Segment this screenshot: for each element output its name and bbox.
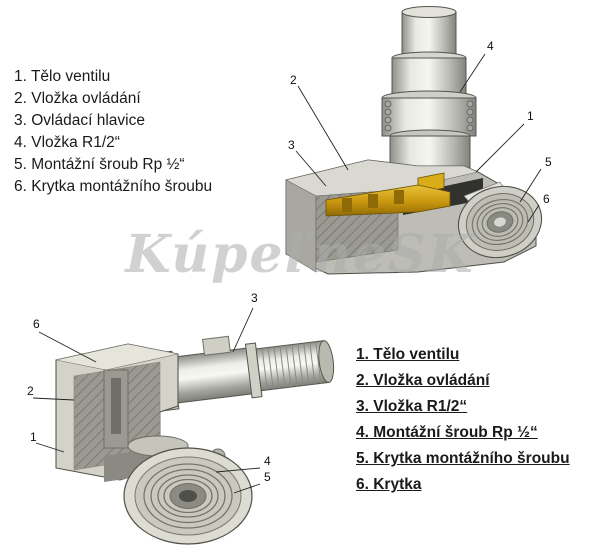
legend-top: 1. Tělo ventilu 2. Vložka ovládání 3. Ov… (14, 66, 212, 198)
legend-top-item-6: 6. Krytka montážního šroubu (14, 178, 213, 195)
legend-top-item-5: 5. Montážní šroub Rp ½“ (14, 156, 185, 173)
valve-bottom-cutaway-illustration: 6 2 1 3 4 5 (27, 291, 335, 545)
legend-top-item-2: 2. Vložka ovládání (14, 90, 141, 107)
legend-bottom-item-6: 6. Krytka (356, 476, 422, 493)
valve-insert-cylinders (381, 6, 477, 171)
callout-number-2: 2 (290, 73, 297, 87)
legend-bottom-item-5: 5. Krytka montážního šroubu (356, 450, 570, 467)
callout-number-4: 4 (487, 39, 494, 53)
thread-grooves (261, 341, 322, 390)
valve-top-cutaway-illustration: 2 3 4 1 5 6 (285, 6, 552, 275)
callout-number-3: 3 (288, 138, 295, 152)
legend-bottom-item-2: 2. Vložka ovládání (356, 372, 490, 389)
legend-bottom-item-4: 4. Montážní šroub Rp ½“ (356, 424, 538, 441)
legend-bottom-item-3: 3. Vložka R1/2“ (356, 398, 468, 415)
callout-number-4: 4 (264, 454, 271, 468)
callout-number-6: 6 (33, 317, 40, 331)
callout-number-3: 3 (251, 291, 258, 305)
control-insert-gold (325, 172, 451, 217)
threaded-pipe-assembly (153, 335, 335, 412)
callout-number-2: 2 (27, 384, 34, 398)
callout-number-6: 6 (543, 192, 550, 206)
callout-lines (32, 307, 261, 494)
legend-top-item-1: 1. Tělo ventilu (14, 68, 111, 85)
legend-top-item-3: 3. Ovládací hlavice (14, 112, 145, 129)
callout-lines (295, 53, 542, 223)
callout-number-5: 5 (264, 470, 271, 484)
threaded-outlet (457, 181, 543, 259)
legend-bottom-item-1: 1. Tělo ventilu (356, 346, 460, 363)
legend-bottom: 1. Tělo ventilu 2. Vložka ovládání 3. Vl… (356, 342, 570, 498)
spring-coils (384, 100, 474, 132)
legend-top-item-4: 4. Vložka R1/2“ (14, 134, 120, 151)
callout-number-1: 1 (30, 430, 37, 444)
mounting-nut (123, 435, 253, 545)
callout-number-1: 1 (527, 109, 534, 123)
callout-number-5: 5 (545, 155, 552, 169)
